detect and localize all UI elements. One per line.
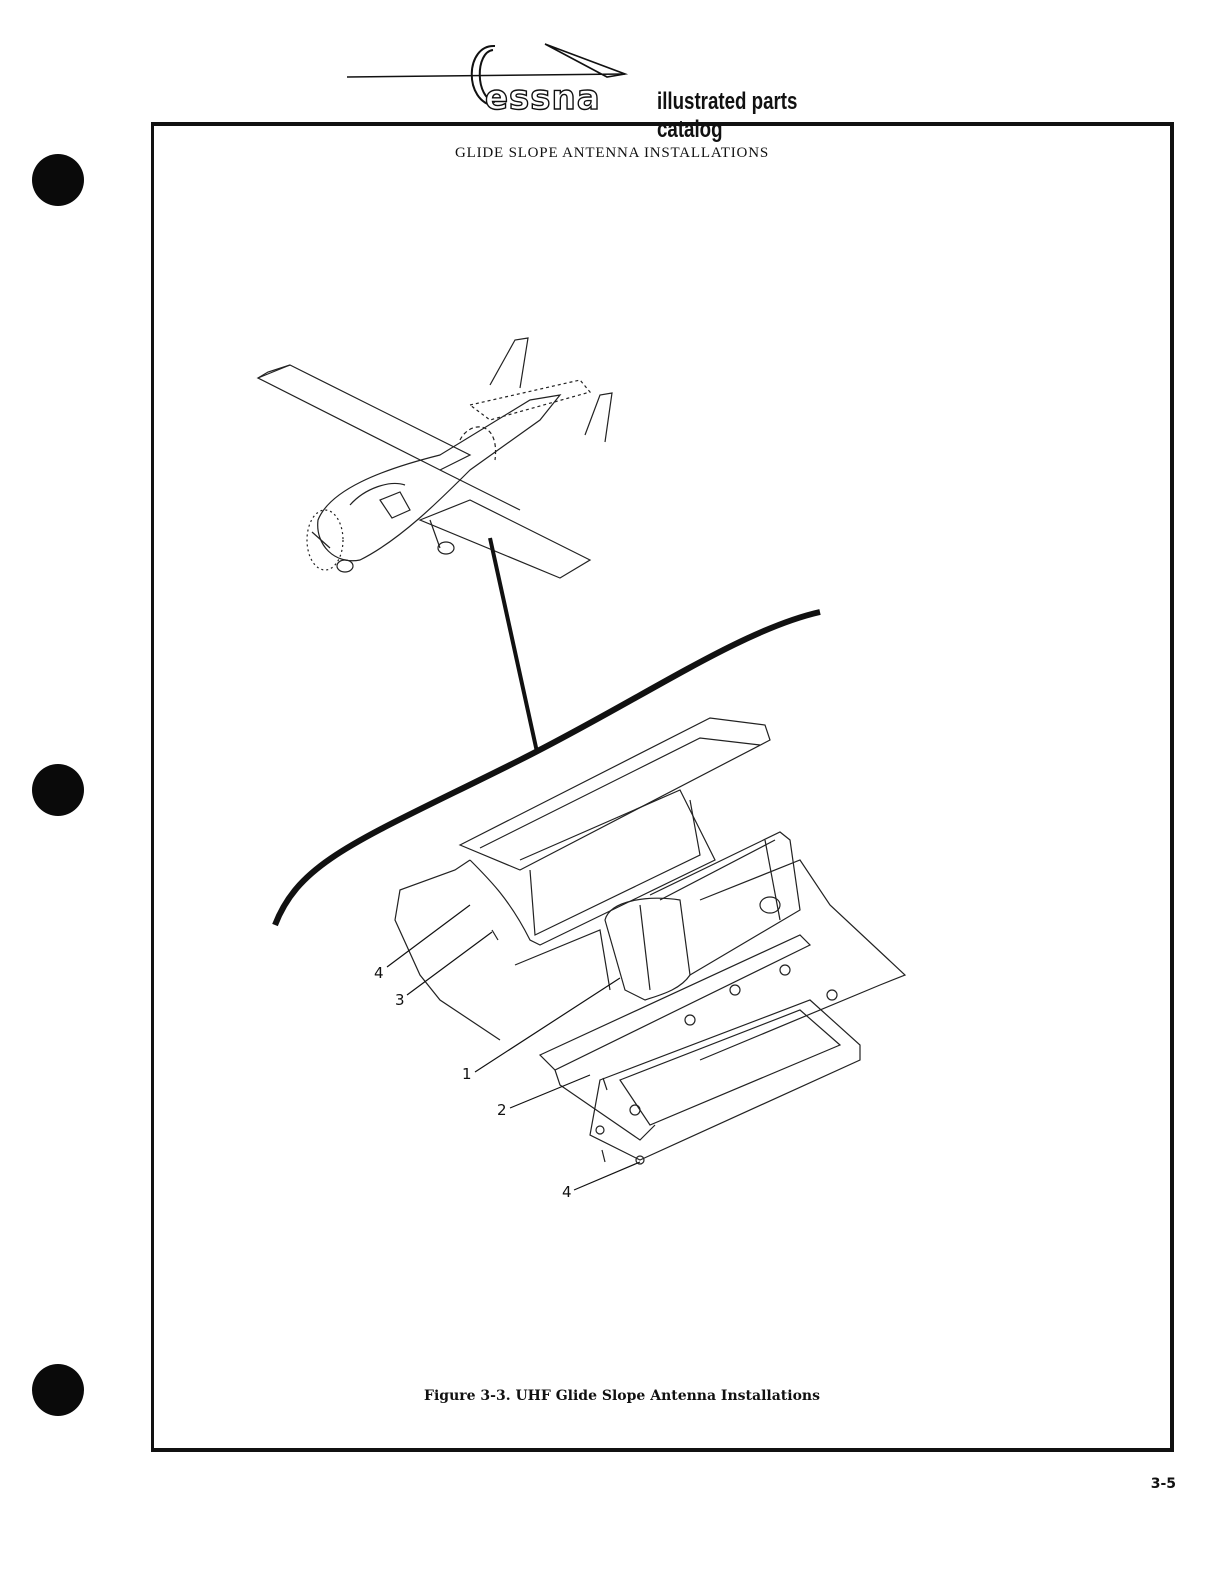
callout-1: 1	[462, 1065, 472, 1083]
callout-2: 2	[497, 1101, 507, 1119]
callout-3: 3	[395, 991, 405, 1009]
callout-leader-1	[475, 978, 620, 1072]
callout-leader-2	[510, 1075, 590, 1108]
section-break-line	[275, 612, 820, 925]
callout-4-lower: 4	[562, 1183, 572, 1201]
figure-caption: Figure 3-3. UHF Glide Slope Antenna Inst…	[0, 1388, 1224, 1404]
callout-leader-3	[407, 932, 492, 995]
callout-4-upper: 4	[374, 964, 384, 982]
aircraft-overview-illustration	[258, 338, 612, 578]
detail-leader-line	[490, 538, 537, 752]
page-number: 3-5	[1151, 1476, 1176, 1492]
callout-leader-4b	[574, 1162, 640, 1190]
